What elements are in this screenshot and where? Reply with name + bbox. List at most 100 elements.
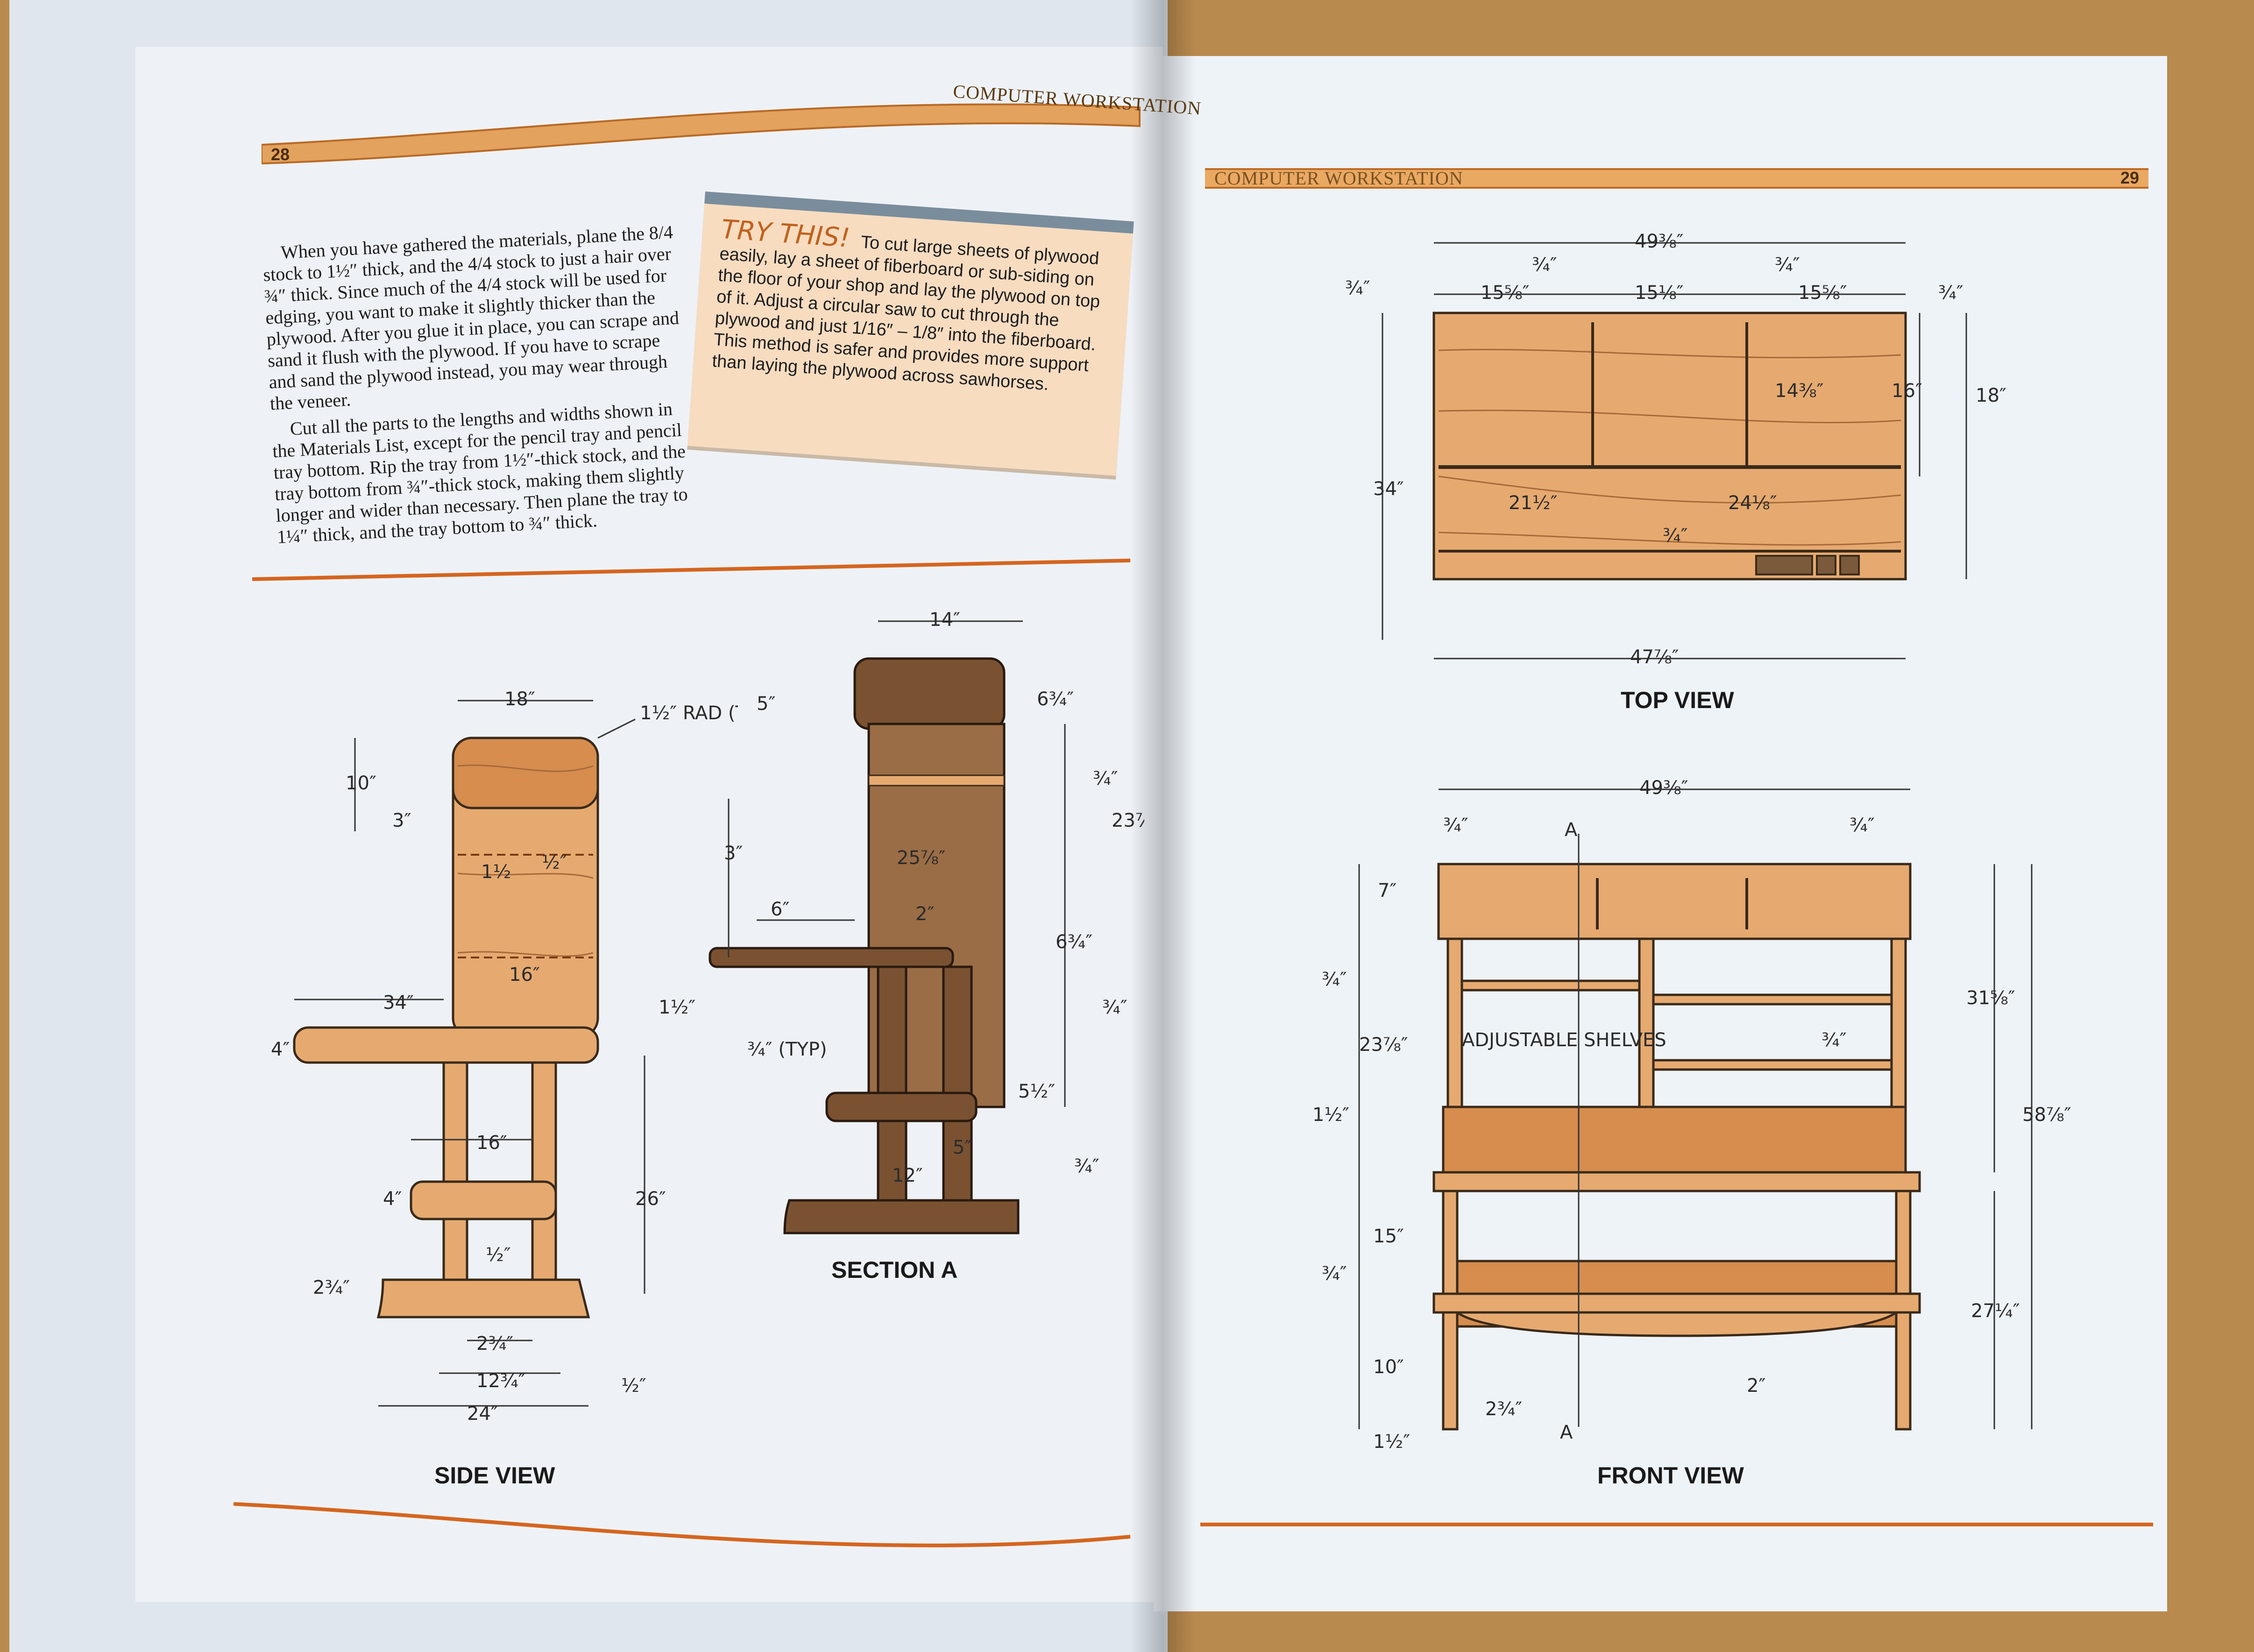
left-body-text: When you have gathered the materials, pl…: [262, 221, 698, 553]
right-running-head: COMPUTER WORKSTATION: [1214, 168, 1463, 189]
chair-seat: [293, 1026, 599, 1064]
dim-sec-2: 2″: [915, 903, 934, 925]
dim-top-15-5-8a: 15⅝″: [1481, 282, 1530, 304]
right-rule-bottom: [1200, 1523, 2153, 1526]
dim-side-rad: 1½″ RAD (TYP): [640, 702, 738, 724]
dim-side-10: 10″: [346, 773, 376, 794]
dim-sec-6-3-4a: 6¾″: [1037, 688, 1074, 710]
dim-front-10: 10″: [1373, 1356, 1404, 1378]
section-footrest: [825, 1092, 978, 1122]
left-rule-bottom: [234, 1502, 1131, 1547]
dim-front-3-4a: ¾″: [1443, 815, 1468, 836]
section-leg-rear: [942, 965, 973, 1202]
dim-top-18: 18″: [1976, 385, 2006, 406]
dim-front-2-3-4: 2¾″: [1485, 1398, 1522, 1420]
dim-sec-6-3-4b: 6¾″: [1056, 931, 1092, 953]
dim-top-47-7-8: 47⅞″: [1630, 646, 1679, 668]
dim-front-a-top: A: [1565, 819, 1578, 841]
left-header-band: [262, 103, 1141, 165]
dim-front-7: 7″: [1378, 880, 1396, 901]
lower-shelf: [1432, 1292, 1921, 1314]
section-seat: [709, 947, 954, 968]
dim-front-31-5-8: 31⅝″: [1966, 987, 2015, 1009]
dim-side-4a: 4″: [271, 1039, 290, 1060]
side-view-drawing: 18″ 1½″ RAD (TYP) 10″ 3″ 1½ ½″ 16″ 34″ 4…: [271, 688, 738, 1425]
dim-top-3-4a: ¾″: [1345, 277, 1370, 299]
dim-front-3-4b: ¾″: [1850, 815, 1875, 836]
dim-side-16a: 16″: [509, 964, 540, 986]
dim-top-3-4e: ¾″: [1663, 525, 1688, 546]
dim-top-15-1-8: 15⅛″: [1635, 282, 1684, 304]
shelf-back-panel: [1442, 1106, 1907, 1174]
rear-leg: [531, 1061, 557, 1288]
dim-sec-3: 3″: [724, 843, 743, 864]
adjustable-shelf-right-upper: [1652, 993, 1893, 1006]
paragraph-2: Cut all the parts to the lengths and wid…: [272, 398, 688, 548]
dim-front-49-3-8: 49⅜″: [1639, 777, 1688, 799]
dim-front-3-4c: ¾″: [1322, 969, 1347, 990]
dim-side-24: 24″: [467, 1403, 498, 1425]
dim-front-2: 2″: [1747, 1375, 1765, 1397]
dim-sec-3-4b: ¾″: [1102, 997, 1127, 1018]
dim-sec-5b: 5″: [953, 1137, 971, 1158]
dim-front-58-7-8: 58⅞″: [2022, 1104, 2071, 1126]
dim-sec-6: 6″: [771, 899, 789, 920]
right-page-number: 29: [2120, 168, 2140, 187]
dim-sec-12: 12″: [892, 1165, 923, 1186]
dim-front-23-7-8: 23⅞″: [1359, 1034, 1408, 1056]
right-header-band: [1205, 168, 2148, 189]
headrest: [452, 737, 599, 809]
dim-top-21-1-2: 21½″: [1509, 492, 1558, 514]
dim-sec-14: 14″: [929, 609, 960, 631]
try-this-text: To cut large sheets of plywood easily, l…: [711, 232, 1101, 395]
dim-sec-3-4a: ¾″: [1093, 768, 1118, 789]
dim-side-width: 18″: [504, 688, 535, 710]
dim-side-half-c: ½″: [621, 1375, 646, 1397]
adjustable-shelf-left: [1460, 979, 1641, 992]
base-runner: [376, 1278, 590, 1319]
left-page-number: 28: [271, 145, 290, 164]
dim-front-1-1-2b: 1½″: [1373, 1431, 1410, 1453]
dim-side-2-3-4b: 2¾″: [476, 1333, 513, 1354]
dim-sec-5: 5″: [757, 693, 775, 715]
dim-top-3-4d: ¾″: [1938, 282, 1963, 304]
section-a-drawing: 14″ 5″ 6¾″ ¾″ 23⅞″ 3″ 25⅞″ 6″ 2″ 6¾″ 1½″…: [659, 609, 1144, 1234]
dim-side-26: 26″: [635, 1188, 666, 1210]
dim-front-15: 15″: [1373, 1226, 1404, 1247]
dim-side-3: 3″: [392, 810, 411, 831]
dim-top-34: 34″: [1373, 478, 1404, 500]
front-view-caption: FRONT VIEW: [1597, 1462, 1744, 1489]
dim-sec-3-4-typ: ¾″ (TYP): [747, 1039, 827, 1060]
side-view-caption: SIDE VIEW: [434, 1462, 555, 1489]
dim-side-half-b: ½″: [486, 1244, 511, 1266]
dim-side-4b: 4″: [383, 1188, 402, 1210]
dim-top-16: 16″: [1892, 380, 1922, 402]
section-base: [783, 1199, 1020, 1234]
dim-side-2-3-4a: 2¾″: [313, 1277, 350, 1298]
book-gutter: [1130, 0, 1196, 1652]
section-a-caption: SECTION A: [831, 1257, 958, 1283]
dim-side-1-1-2: 1½: [481, 861, 511, 883]
dim-sec-25-7-8: 25⅞″: [897, 847, 946, 869]
dim-top-15-5-8b: 15⅝″: [1798, 282, 1847, 304]
left-rule-top: [252, 559, 1131, 581]
dim-side-half: ½″: [542, 852, 567, 873]
front-leg: [442, 1061, 468, 1288]
dim-sec-23-7-8: 23⅞″: [1112, 810, 1144, 831]
dim-side-16b: 16″: [476, 1132, 507, 1154]
lower-rail: [1453, 1311, 1900, 1337]
dim-front-3-4e: ¾″: [1322, 1263, 1347, 1284]
paragraph-1: When you have gathered the materials, pl…: [262, 221, 680, 414]
dim-top-49-3-8: 49⅜″: [1635, 231, 1684, 252]
dim-top-24-1-8: 24⅛″: [1728, 492, 1777, 514]
desk-surface: [1432, 1171, 1921, 1192]
dim-top-3-4b: ¾″: [1532, 254, 1557, 276]
dim-side-34: 34″: [383, 992, 414, 1014]
dim-sec-3-4c: ¾″: [1074, 1156, 1099, 1177]
hutch-top: [1437, 863, 1912, 940]
foot-rest: [410, 1180, 557, 1220]
dim-front-3-4d: ¾″: [1822, 1029, 1847, 1051]
section-leg-front: [877, 965, 907, 1202]
top-view-caption: TOP VIEW: [1621, 687, 1734, 713]
adjustable-shelf-right-lower: [1652, 1059, 1893, 1071]
